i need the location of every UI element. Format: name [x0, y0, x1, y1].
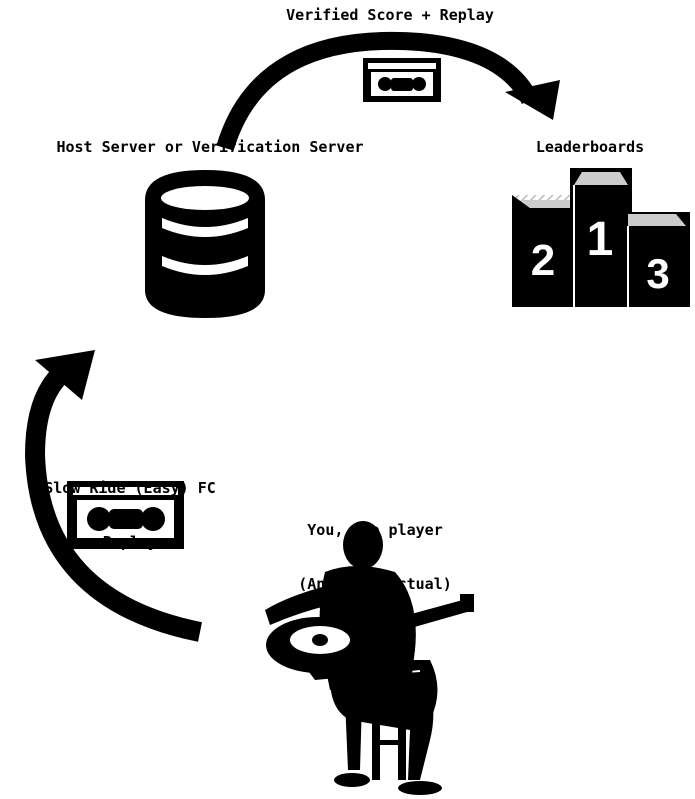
- server-label: Host Server or Verification Server: [56, 138, 364, 156]
- top-arrow-label: Verified Score + Replay: [286, 6, 494, 24]
- database-icon: [145, 170, 265, 318]
- player-label: You, the player (An intellectual): [280, 485, 470, 611]
- player-label-line2: (An intellectual): [298, 575, 452, 593]
- guitar-player-silhouette-icon: [265, 521, 474, 795]
- left-arrow: [24, 350, 202, 642]
- vhs-tape-icon: [363, 58, 441, 102]
- replay-label: Slow Ride (Easy) FC Replay: [30, 443, 230, 569]
- top-arrow: [216, 31, 560, 151]
- podium-third: 3: [646, 250, 669, 297]
- replay-label-line1: Slow Ride (Easy) FC: [44, 479, 216, 497]
- player-label-line1: You, the player: [307, 521, 443, 539]
- leaderboards-label: Leaderboards: [535, 138, 645, 156]
- replay-label-line2: Replay: [102, 533, 158, 551]
- podium-second: 2: [531, 236, 555, 285]
- vhs-tape-icon: [67, 481, 184, 549]
- podium-icon: 1 2 3: [512, 168, 690, 307]
- podium-first: 1: [587, 213, 614, 266]
